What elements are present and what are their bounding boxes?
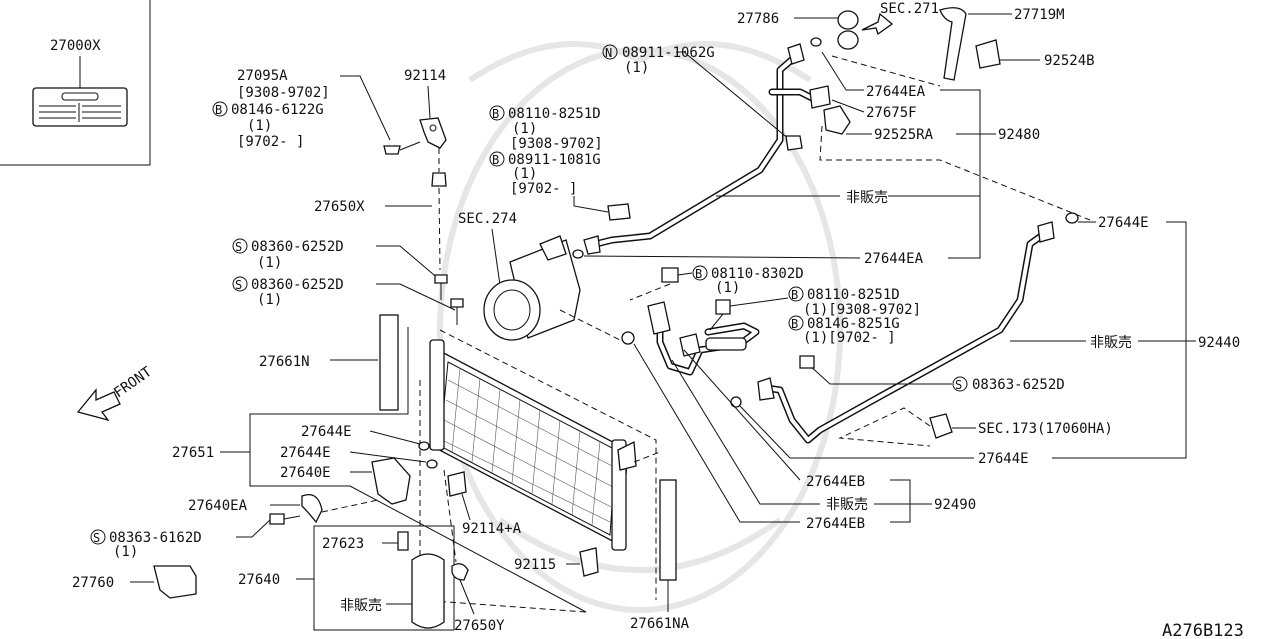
screw-mark-b: S: [235, 278, 242, 292]
bracket-27640e: [371, 457, 411, 505]
upper-pipe-27644ea: [572, 43, 805, 259]
callout-08360-6252d-b-qty: (1): [257, 292, 282, 308]
callout-08911-1062g: 08911-1062G: [622, 45, 715, 61]
callout-08146-6122g-date: [9702- ]: [237, 134, 304, 150]
callout-27640: 27640: [238, 572, 280, 588]
callout-27644ea-b: 27644EA: [864, 251, 924, 267]
callout-08110-8251d-b: 08110-8251D: [807, 287, 900, 303]
callout-92115: 92115: [514, 557, 556, 573]
seal-strip-27661n: [379, 314, 399, 411]
hibaihin-mid: 非販売: [1090, 335, 1132, 351]
callout-27650x: 27650X: [314, 199, 365, 215]
hibaihin-receiver: 非販売: [340, 598, 382, 614]
callout-08110-8251d-a: 08110-8251D: [508, 106, 601, 122]
callout-08110-8251d-b-qty: (1)[9308-9702]: [803, 302, 921, 318]
callout-08110-8251d-a-qty: (1): [512, 121, 537, 137]
callout-92480: 92480: [998, 127, 1040, 143]
condenser-27651: [429, 339, 637, 551]
sec271-arrow-icon: [861, 12, 894, 36]
pipe-92440: [757, 221, 1055, 444]
callout-27786: 27786: [737, 11, 779, 27]
callout-27644eb-b: 27644EB: [806, 516, 865, 532]
screw-mark-d: S: [955, 378, 962, 392]
receiver-drier-27640: [411, 553, 445, 629]
pipe-92490: [647, 301, 760, 376]
compressor-sec274: [483, 235, 581, 341]
callout-08911-1081g-qty: (1): [512, 166, 537, 182]
callout-08146-6122g: 08146-6122G: [231, 102, 324, 118]
nut-mark: N: [605, 46, 612, 60]
bolt-mark-e: B: [791, 317, 798, 331]
clamp-27640ea: [301, 493, 323, 524]
hose-27719m: [939, 7, 967, 81]
callout-27644e-d: 27644E: [978, 451, 1029, 467]
callout-27644e-a: 27644E: [301, 424, 352, 440]
callout-27640ea: 27640EA: [188, 498, 248, 514]
pressure-switch-27760: [153, 565, 197, 599]
bolt-mark-b: B: [492, 107, 499, 121]
bracket-92524b: [975, 39, 1001, 69]
callout-27651: 27651: [172, 445, 214, 461]
callout-08911-1081g: 08911-1081G: [508, 152, 601, 168]
callout-27095a-date: [9308-9702]: [237, 85, 330, 101]
callout-27644e-b: 27644E: [280, 445, 331, 461]
callout-27675f: 27675F: [866, 105, 917, 121]
callout-sec173: SEC.173(17060HA): [978, 421, 1113, 437]
callout-92524b: 92524B: [1044, 53, 1095, 69]
label-box-27000x: 27000X: [0, 0, 151, 166]
sensor-27623: [397, 531, 409, 551]
callout-08360-6252d-a: 08360-6252D: [251, 239, 344, 255]
callout-92114a: 92114+A: [462, 521, 522, 537]
callout-08146-6122g-qty: (1): [247, 118, 272, 134]
diagram-code: A276B123: [1162, 621, 1244, 639]
callout-08110-8251d-a-date: [9308-9702]: [510, 136, 603, 152]
bolt-mark-d: B: [791, 288, 798, 302]
callout-92525ra: 92525RA: [874, 127, 934, 143]
clip-sec173: [929, 413, 953, 439]
clamp-92525ra: [823, 105, 851, 135]
callout-27661n: 27661N: [259, 354, 310, 370]
callout-27640e: 27640E: [280, 465, 331, 481]
callout-08363-6162d-qty: (1): [113, 544, 138, 560]
callout-08110-8302d-qty: (1): [715, 280, 740, 296]
screw-mark-c: S: [93, 531, 100, 545]
hibaihin-lower: 非販売: [826, 497, 868, 513]
nut-mark-b: B: [492, 153, 499, 167]
callout-08360-6252d-b: 08360-6252D: [251, 277, 344, 293]
callout-sec274: SEC.274: [458, 211, 517, 227]
callout-08146-8251g-qty: (1)[9702- ]: [803, 330, 896, 346]
hibaihin-upper: 非販売: [846, 190, 888, 206]
seal-strip-27661na: [659, 479, 677, 581]
cap-27786: [837, 10, 859, 30]
bracket-92114: [383, 117, 447, 155]
callout-27719m: 27719M: [1014, 7, 1065, 23]
callout-08110-8302d: 08110-8302D: [711, 266, 804, 282]
callout-27644eb-a: 27644EB: [806, 474, 865, 490]
callout-08146-8251g: 08146-8251G: [807, 316, 900, 332]
callout-27644e-c: 27644E: [1098, 215, 1149, 231]
bolt-mark: B: [215, 103, 222, 117]
callout-08360-6252d-a-qty: (1): [257, 255, 282, 271]
front-label: FRONT: [111, 364, 155, 402]
callout-92490: 92490: [934, 497, 976, 513]
callout-27000x: 27000X: [50, 38, 101, 54]
callout-08911-1081g-date: [9702- ]: [510, 181, 577, 197]
callout-27650y: 27650Y: [454, 618, 505, 634]
callout-92114: 92114: [404, 68, 446, 84]
callout-27661na: 27661NA: [630, 616, 690, 632]
callout-sec271: SEC.271: [880, 1, 939, 17]
screw-mark-a: S: [235, 240, 242, 254]
callout-27623: 27623: [322, 536, 364, 552]
bolt-mark-c: B: [695, 267, 702, 281]
callout-08363-6252d: 08363-6252D: [972, 377, 1065, 393]
callout-27095a: 27095A: [237, 68, 288, 84]
callout-08363-6162d: 08363-6162D: [109, 530, 202, 546]
callout-27644ea-a: 27644EA: [866, 84, 926, 100]
callout-27760: 27760: [72, 575, 114, 591]
receiver-group-box: [313, 525, 455, 631]
callout-92440: 92440: [1198, 335, 1240, 351]
front-arrow-icon: [76, 388, 121, 422]
callout-08911-1062g-qty: (1): [624, 60, 649, 76]
